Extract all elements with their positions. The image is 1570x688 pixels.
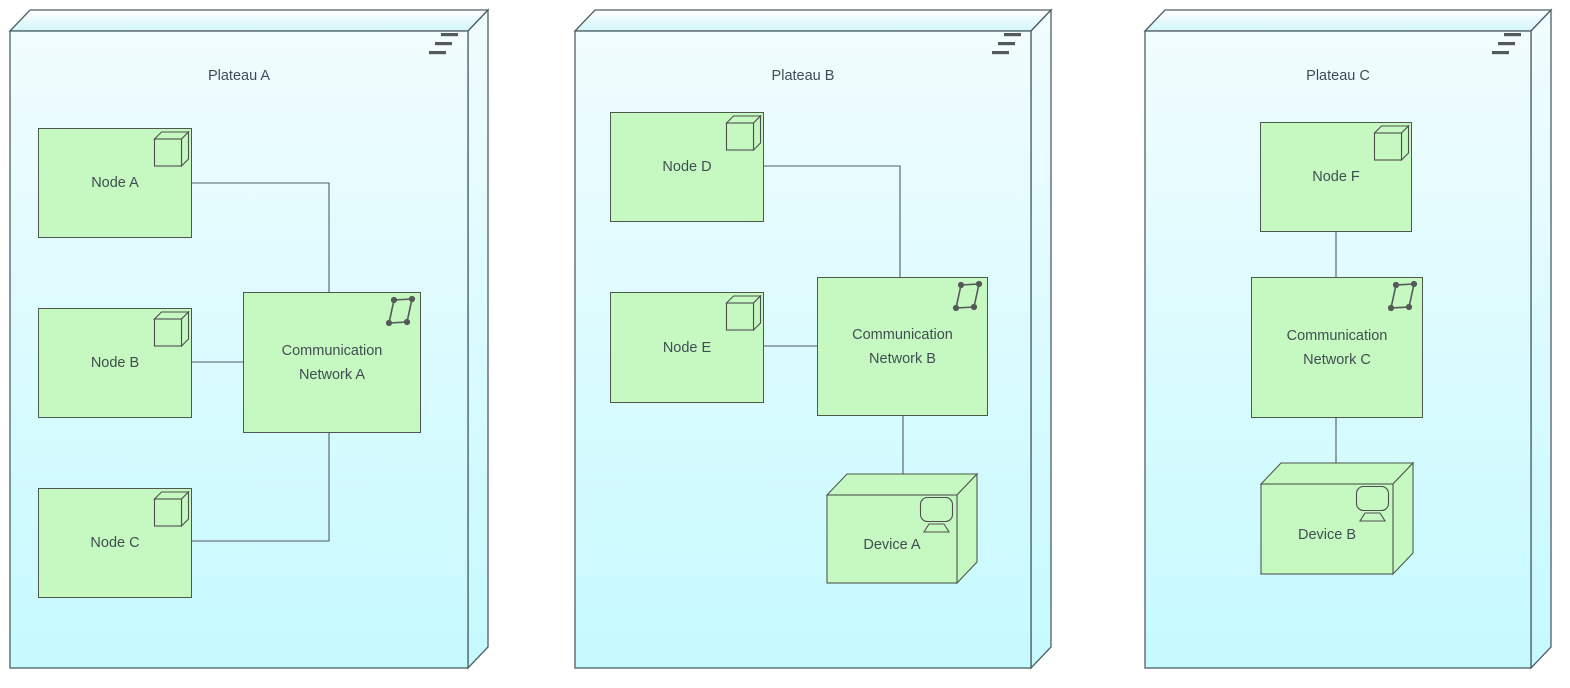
node-cube-icon [153,490,190,527]
communication-network-label: Communication Network B [852,326,953,367]
node-cube-icon [153,310,190,347]
node-cube-icon [153,130,190,167]
plateau-a-title: Plateau A [207,68,271,84]
node-label: Node C [90,535,140,551]
node-label: Node F [1312,169,1360,185]
communication-network-b-box[interactable]: Communication Network B [817,277,988,416]
plateau-c-title: Plateau C [1306,68,1370,84]
node-label: Node E [662,339,712,356]
communication-network-icon [1387,280,1418,312]
node-c-box[interactable]: Node C [38,488,192,598]
node-cube-icon [725,294,762,331]
device-monitor-icon [1355,486,1390,522]
node-label: Node A [91,175,139,191]
device-a-shape[interactable] [825,472,979,585]
communication-network-icon [952,280,983,312]
plateau-icon [429,33,458,55]
device-monitor-icon [919,497,954,533]
node-label: Node D [662,159,712,175]
plateau-icon [992,33,1021,55]
connection-node-a-network-a[interactable] [192,182,330,292]
device-b-shape[interactable] [1259,461,1415,576]
communication-network-icon [385,295,416,327]
device-a-label: Device A [863,537,921,553]
communication-network-label: Communication Network C [1286,327,1388,368]
connection-node-d-network-b[interactable] [764,165,901,277]
node-cube-icon [725,114,762,151]
communication-network-c-box[interactable]: Communication Network C [1251,277,1423,418]
plateau-icon [1492,33,1521,55]
connection-network-a-node-c[interactable] [192,433,330,542]
device-b-label: Device B [1297,527,1357,543]
communication-network-label: Communication Network A [281,342,383,383]
node-cube-icon [1373,124,1410,161]
node-label: Node B [90,355,140,371]
plateau-b-title: Plateau B [771,68,835,84]
node-f-box[interactable]: Node F [1260,122,1412,232]
